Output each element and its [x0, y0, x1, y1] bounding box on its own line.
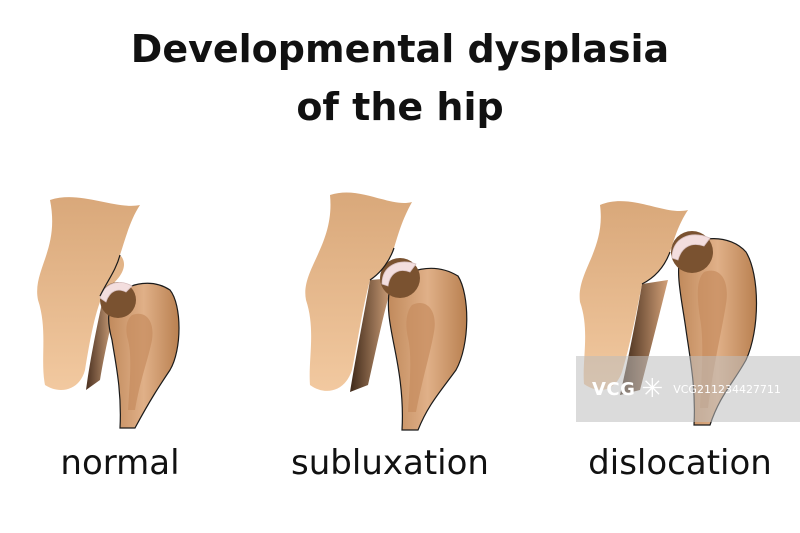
caption-dislocation: dislocation [588, 443, 772, 483]
acetabulum-line [641, 251, 671, 285]
joint-gap [350, 278, 394, 392]
cartilage-cap [671, 234, 711, 261]
hip-figure-subluxation [290, 180, 490, 440]
hip-normal-illustration [37, 197, 180, 429]
cartilage-cap [381, 261, 417, 287]
title-line-2: of the hip [296, 85, 504, 129]
hip-figure-normal [20, 180, 220, 440]
cartilage-cap [99, 282, 133, 303]
title-line-1: Developmental dysplasia [130, 27, 670, 71]
femur-canal [406, 303, 435, 412]
acetabulum-line [99, 254, 121, 297]
femur-canal [126, 313, 153, 410]
watermark-logo: VCG [592, 378, 636, 400]
pelvis-shape [579, 201, 688, 390]
watermark-id: VCG211234427711 [673, 382, 781, 396]
watermark-overlay: VCG ✳ VCG211234427711 [576, 356, 800, 422]
pelvis-shape [305, 192, 412, 391]
watermark-star-icon: ✳ [641, 374, 664, 404]
caption-subluxation: subluxation [291, 443, 489, 483]
acetabulum-line [369, 247, 395, 281]
caption-normal: normal [60, 443, 180, 483]
hip-subluxation-illustration [305, 192, 468, 431]
pelvis-shape [37, 197, 140, 390]
